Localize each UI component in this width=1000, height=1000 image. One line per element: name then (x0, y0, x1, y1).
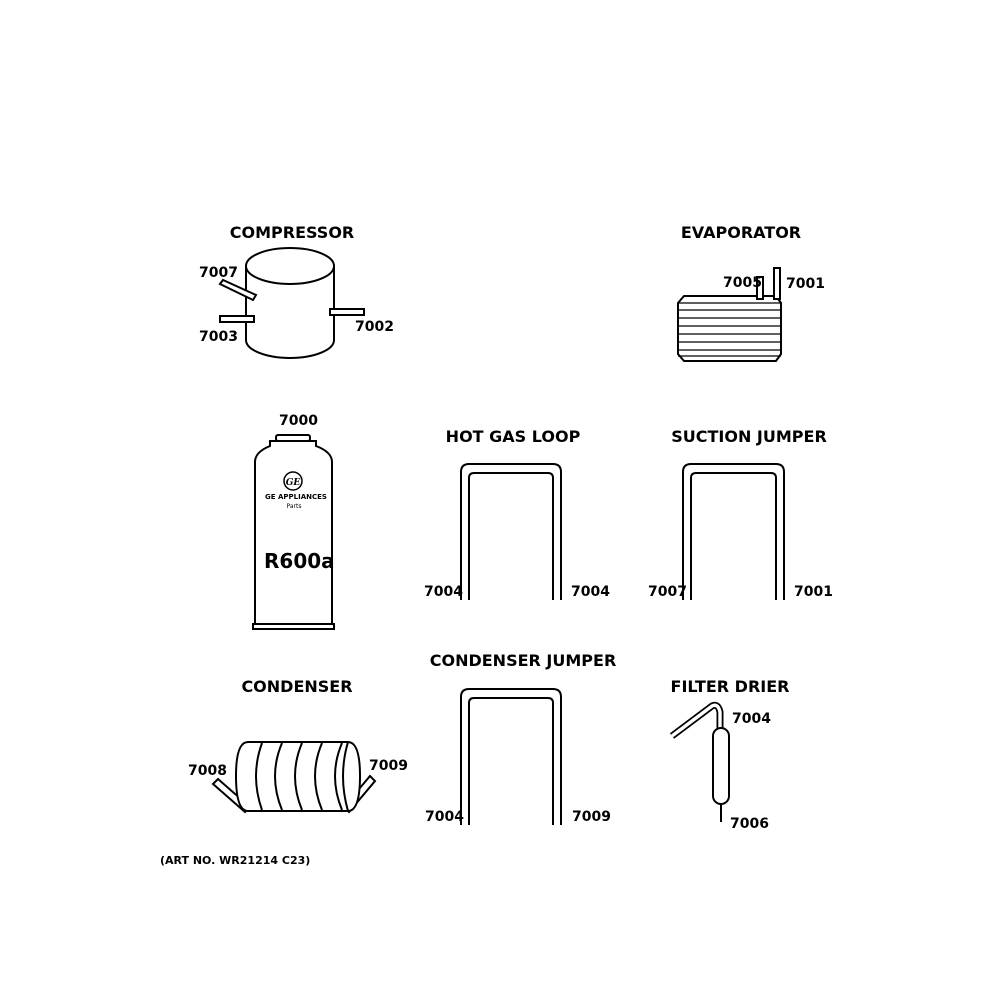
evaporator-group: EVAPORATOR 7005 7001 (677, 223, 825, 362)
condenser-jumper-title: CONDENSER JUMPER (430, 651, 617, 670)
hot-gas-loop-label-left: 7004 (424, 584, 463, 600)
refrigerant-can-drawing: GE (252, 434, 335, 630)
suction-jumper-label-left: 7007 (648, 584, 687, 600)
condenser-jumper-group: CONDENSER JUMPER 7004 7009 (425, 651, 616, 825)
filter-drier-label-7004: 7004 (732, 711, 771, 727)
condenser-title: CONDENSER (241, 677, 352, 696)
filter-drier-drawing (669, 701, 730, 822)
hot-gas-loop-label-right: 7004 (571, 584, 610, 600)
condenser-label-7008: 7008 (188, 763, 227, 779)
condenser-group: CONDENSER 7008 7009 (188, 677, 408, 814)
condenser-jumper-label-right: 7009 (572, 809, 611, 825)
evaporator-drawing (677, 267, 782, 362)
compressor-group: COMPRESSOR 7007 7003 7002 (199, 223, 394, 359)
compressor-label-7003: 7003 (199, 329, 238, 345)
evaporator-label-7005: 7005 (723, 275, 762, 291)
hot-gas-loop-group: HOT GAS LOOP 7004 7004 (424, 427, 610, 600)
evaporator-label-7001: 7001 (786, 276, 825, 292)
refrigerant-can-group: 7000 GE GE APPLIANCES Parts R600a (252, 413, 335, 630)
suction-jumper-label-right: 7001 (794, 584, 833, 600)
compressor-label-7007: 7007 (199, 265, 238, 281)
filter-drier-label-7006: 7006 (730, 816, 769, 832)
filter-drier-title: FILTER DRIER (671, 677, 790, 696)
compressor-drawing (218, 247, 365, 359)
condenser-jumper-label-left: 7004 (425, 809, 464, 825)
suction-jumper-group: SUCTION JUMPER 7007 7001 (648, 427, 833, 600)
condenser-drawing (211, 741, 377, 814)
ge-logo-icon: GE (283, 471, 303, 491)
can-label-7000: 7000 (279, 413, 318, 429)
compressor-label-7002: 7002 (355, 319, 394, 335)
condenser-label-7009: 7009 (369, 758, 408, 774)
can-sub-text: Parts (287, 503, 302, 510)
can-gas-text: R600a (264, 549, 335, 573)
suction-jumper-title: SUCTION JUMPER (671, 427, 827, 446)
svg-text:GE: GE (286, 478, 301, 488)
evaporator-title: EVAPORATOR (681, 223, 801, 242)
art-number: (ART NO. WR21214 C23) (160, 854, 310, 867)
suction-jumper-drawing (682, 463, 785, 600)
filter-drier-group: FILTER DRIER 7004 7006 (669, 677, 790, 832)
condenser-jumper-drawing (460, 688, 562, 825)
can-brand-text: GE APPLIANCES (265, 493, 327, 501)
compressor-title: COMPRESSOR (230, 223, 355, 242)
hot-gas-loop-title: HOT GAS LOOP (446, 427, 581, 446)
hot-gas-loop-drawing (460, 463, 562, 600)
